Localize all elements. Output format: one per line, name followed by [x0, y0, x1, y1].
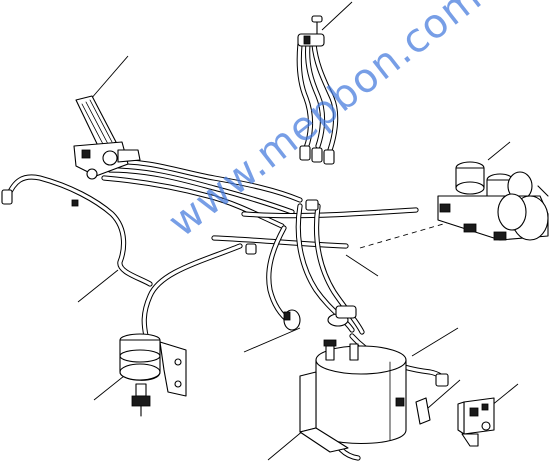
brake-booster: [119, 333, 187, 417]
small-plate: [415, 397, 431, 425]
top-t-fitting: [297, 15, 335, 165]
mid-fitting: [245, 199, 319, 331]
leader-center-pipe: [345, 254, 379, 277]
left-pipe-fitting: [1, 189, 79, 207]
hose-bundle: [5, 41, 449, 461]
leader-right-pipe: [411, 327, 459, 357]
leader-master-cylinder: [487, 141, 511, 161]
leader-dashed-alignment: [359, 221, 451, 249]
right-hose-fitting: [435, 373, 449, 387]
leader-top-fitting: [321, 1, 353, 31]
relay-valve: [457, 397, 495, 447]
leader-plate: [427, 379, 461, 409]
leader-tank-bracket: [267, 429, 305, 461]
leader-fitting-mid: [243, 327, 301, 353]
brake-pedal-assembly: [73, 95, 141, 180]
master-cylinder-assembly: [437, 161, 549, 241]
leader-left-hose: [77, 269, 119, 303]
air-tank: [299, 305, 407, 453]
leader-pedal: [89, 55, 129, 101]
